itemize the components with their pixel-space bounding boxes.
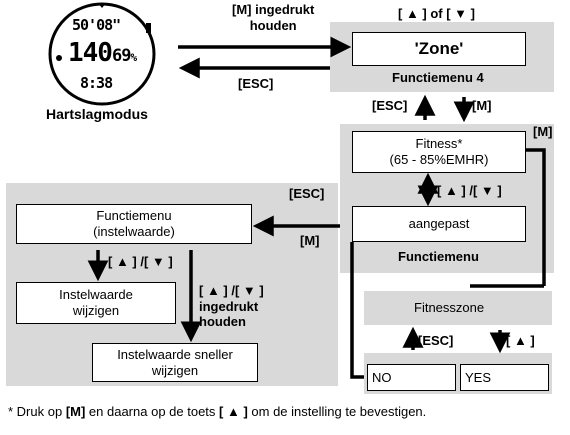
- footnote: * Druk op [M] en daarna op de toets [ ▲ …: [8, 404, 426, 419]
- watch-illustration: 50'08" 14069% 8:38: [46, 2, 158, 106]
- updown-hold-label: [ ▲ ] /[ ▼ ] ingedrukt houden: [199, 283, 264, 330]
- esc-label-left: [ESC]: [289, 186, 325, 201]
- footnote-key2: [ ▲ ]: [219, 404, 248, 419]
- functiemenu-instel-box: Functiemenu (instelwaarde): [16, 204, 252, 244]
- zone-box: 'Zone': [352, 32, 526, 66]
- no-box: NO: [367, 364, 456, 391]
- footnote-pre: * Druk op: [8, 404, 66, 419]
- watch-percent: 69: [111, 46, 132, 66]
- hold-m-label: [M] ingedrukt houden: [232, 2, 315, 34]
- watch-percent-unit: %: [130, 51, 137, 64]
- watch-face-icon: [48, 2, 156, 106]
- updown-label-top: [ ▲ ] of [ ▼ ]: [398, 6, 475, 21]
- custom-box: aangepast: [352, 206, 526, 242]
- updown-label-mid: [ ▲ ] /[ ▼ ]: [437, 183, 502, 198]
- footnote-key: [M]: [65, 404, 86, 419]
- faster-change-box: Instelwaarde sneller wijzigen: [92, 343, 258, 382]
- fitnesszone-label: Fitnesszone: [414, 300, 485, 315]
- fitness-box: Fitness* (65 - 85%EMHR): [352, 131, 526, 173]
- m-down-label: [M]: [472, 98, 492, 113]
- footnote-mid: en daarna op de toets: [85, 404, 220, 419]
- functiemenu-title: Functiemenu: [398, 249, 479, 264]
- updown-label-left: [ ▲ ] /[ ▼ ]: [108, 254, 173, 269]
- esc-up-label: [ESC]: [372, 98, 408, 113]
- footnote-post: om de instelling te bevestigen.: [247, 404, 427, 419]
- m-label-right: [M]: [533, 124, 553, 139]
- esc-up-label-zone: [ESC]: [418, 333, 454, 348]
- watch-line3: 8:38: [80, 74, 113, 92]
- m-label-left: [M]: [300, 233, 320, 248]
- watch-heart-rate: 140: [68, 38, 113, 68]
- mode-label: Hartslagmodus: [46, 106, 148, 122]
- watch-line1: 50'08": [72, 16, 121, 34]
- yes-box: YES: [460, 364, 549, 391]
- fitnesszone-panel: [364, 291, 552, 325]
- esc-label-top: [ESC]: [238, 76, 274, 91]
- up-down-label-zone: [ ▲ ]: [506, 333, 535, 348]
- watch-line2: 14069%: [68, 38, 137, 68]
- functiemenu4-title: Functiemenu 4: [392, 70, 484, 85]
- change-value-box: Instelwaarde wijzigen: [16, 282, 176, 324]
